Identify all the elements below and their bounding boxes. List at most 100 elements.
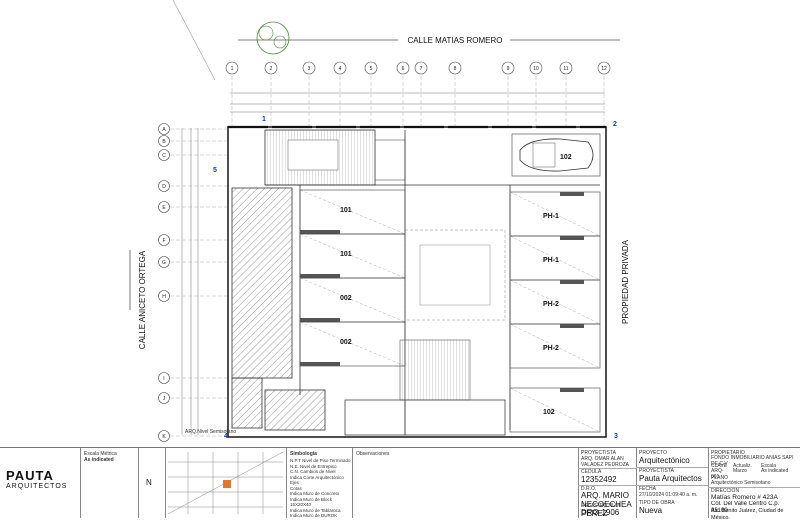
grid-column-label: 11 [563, 66, 568, 72]
grid-row-bubble: C [158, 149, 228, 161]
parking-stall: 101 [299, 233, 406, 279]
parking-stall: 002 [299, 277, 406, 323]
grid-column-bubble: 9 [501, 61, 515, 127]
north-arrow-icon: N [146, 478, 152, 487]
grid-column-bubble: 1 [225, 61, 239, 127]
grid-column-label: 5 [370, 66, 373, 72]
unit-label-top: 102 [560, 154, 572, 161]
clave: ARQ-001 [711, 468, 724, 480]
registro: DRO-1906 [581, 508, 620, 517]
grid-column-bubble: 11 [559, 61, 573, 127]
corner-mark: 2 [613, 121, 617, 128]
grid-row-label: A [162, 127, 166, 133]
unit-label: PH-1 [543, 257, 559, 264]
street-top: CALLE MATIAS ROMERO [172, 0, 620, 81]
grid-row-label: G [162, 260, 166, 266]
grid-row-bubble: J [158, 392, 228, 404]
parking-stall: 102 [509, 387, 601, 433]
street-left: CALLE ANICETO ORTEGA [129, 250, 147, 349]
corner-mark: 3 [614, 433, 618, 440]
responsable-name: ARQ. OMAR ALAN VALADEZ PEDROZA [581, 456, 629, 468]
legend-item: N.P.T Nivel de Piso Terminado [290, 458, 351, 463]
grid-column-bubble: 4 [333, 61, 347, 127]
grid-column-bubble: 8 [448, 61, 462, 127]
unit-label: 102 [543, 409, 555, 416]
tipo-label: TIPO DE OBRA [639, 500, 675, 506]
unit-label: 002 [340, 295, 352, 302]
escala: As indicated [761, 468, 789, 474]
parking-stall: PH-1 [509, 191, 601, 237]
legend-item: Indica Muro de Concreto [290, 491, 340, 496]
grid-column-label: 12 [601, 66, 607, 72]
building-perimeter [227, 125, 607, 438]
fecha-label: FECHA [639, 486, 656, 492]
dro-label: D.R.O. [581, 486, 597, 492]
grid-row-bubble: K [158, 430, 228, 442]
left-retaining-wall [231, 187, 326, 431]
proyecto-label: PROYECTO [639, 450, 667, 456]
grid-row-label: J [163, 396, 166, 402]
clave-label: CLAVE [711, 463, 728, 469]
grid-column-bubble: 3 [302, 61, 316, 127]
dimension-lines [181, 92, 605, 435]
fecha: 27/10/2024 01:09:40 a. m. [639, 492, 698, 498]
scale-label: Escala Métrica [84, 451, 117, 457]
grid-row-bubble: E [158, 201, 228, 213]
unit-label: 002 [340, 339, 352, 346]
legend-item: Indica Muro de DUROK [290, 513, 338, 518]
parking-stall: 101 [299, 189, 406, 235]
corner-marks: 1 2 3 4 5 [213, 116, 618, 440]
grid-column-label: 6 [402, 66, 405, 72]
cedula-label: CÉDULA [581, 469, 602, 475]
grid-row-label: F [162, 238, 165, 244]
corner-mark: 1 [262, 116, 266, 123]
actualizacion: Marzo [733, 468, 747, 474]
corner-mark: 5 [213, 167, 217, 174]
unit-label: PH-1 [543, 213, 559, 220]
grid-rows: AB C D E F G H I J K [158, 123, 228, 442]
street-right-label: PROPIEDAD PRIVADA [621, 239, 630, 324]
grid-row-label: D [162, 184, 166, 190]
interior-lines [265, 130, 600, 436]
grid-column-label: 4 [339, 66, 342, 72]
grid-row-label: E [162, 205, 166, 211]
firm-logo: PAUTA ARQUITECTOS [6, 468, 81, 490]
logo-main: PAUTA [6, 468, 54, 483]
proyecto: Arquitectónico [639, 456, 690, 465]
legend-item: Ejes [290, 480, 299, 485]
cedula: 12352492 [581, 475, 617, 484]
corner-mark: 4 [224, 433, 228, 440]
grid-row-bubble: G [158, 256, 228, 268]
proyectista-label: PROYECTISTA [639, 468, 674, 474]
scale-value: As indicated [84, 457, 114, 463]
street-left-label: CALLE ANICETO ORTEGA [138, 250, 147, 349]
grid-row-label: B [162, 139, 166, 145]
grid-row-bubble: F [158, 234, 228, 246]
legend-title: Simbología [290, 451, 317, 457]
propietario: FONDO INMOBILIARIO ANIAS SAPI DE C.V [711, 455, 794, 467]
direccion-label: DIRECCIÓN [711, 488, 740, 494]
grid-row-label: K [162, 434, 166, 440]
direccion-1: Matías Romero # 423A [711, 494, 778, 501]
grid-row-label: C [162, 153, 166, 159]
level-label: ARQ.Nivel Semisotano [185, 429, 236, 435]
grid-column-bubble: 5 [364, 61, 378, 127]
street-right: PROPIEDAD PRIVADA [621, 239, 630, 324]
grid-row-bubble: I [158, 372, 228, 384]
actualizacion-label: Actualiz. [733, 463, 752, 469]
grid-row-label: H [162, 294, 166, 300]
grid-column-label: 1 [231, 66, 234, 72]
unit-label: 101 [340, 207, 352, 214]
registro-label: REGISTRO NÚM [581, 503, 620, 509]
tree-icon [256, 21, 290, 55]
grid-row-bubble: H [158, 290, 228, 302]
grid-column-bubble: 2 [264, 61, 278, 127]
logo-sub: ARQUITECTOS [6, 483, 68, 490]
legend-item: Indica Corte Arquitectónico [290, 474, 344, 480]
car-icon: 102 [511, 133, 601, 177]
grid-row-bubble: B [158, 135, 228, 147]
proyectista: Pauta Arquitectos [639, 474, 702, 483]
location-map [168, 452, 283, 514]
